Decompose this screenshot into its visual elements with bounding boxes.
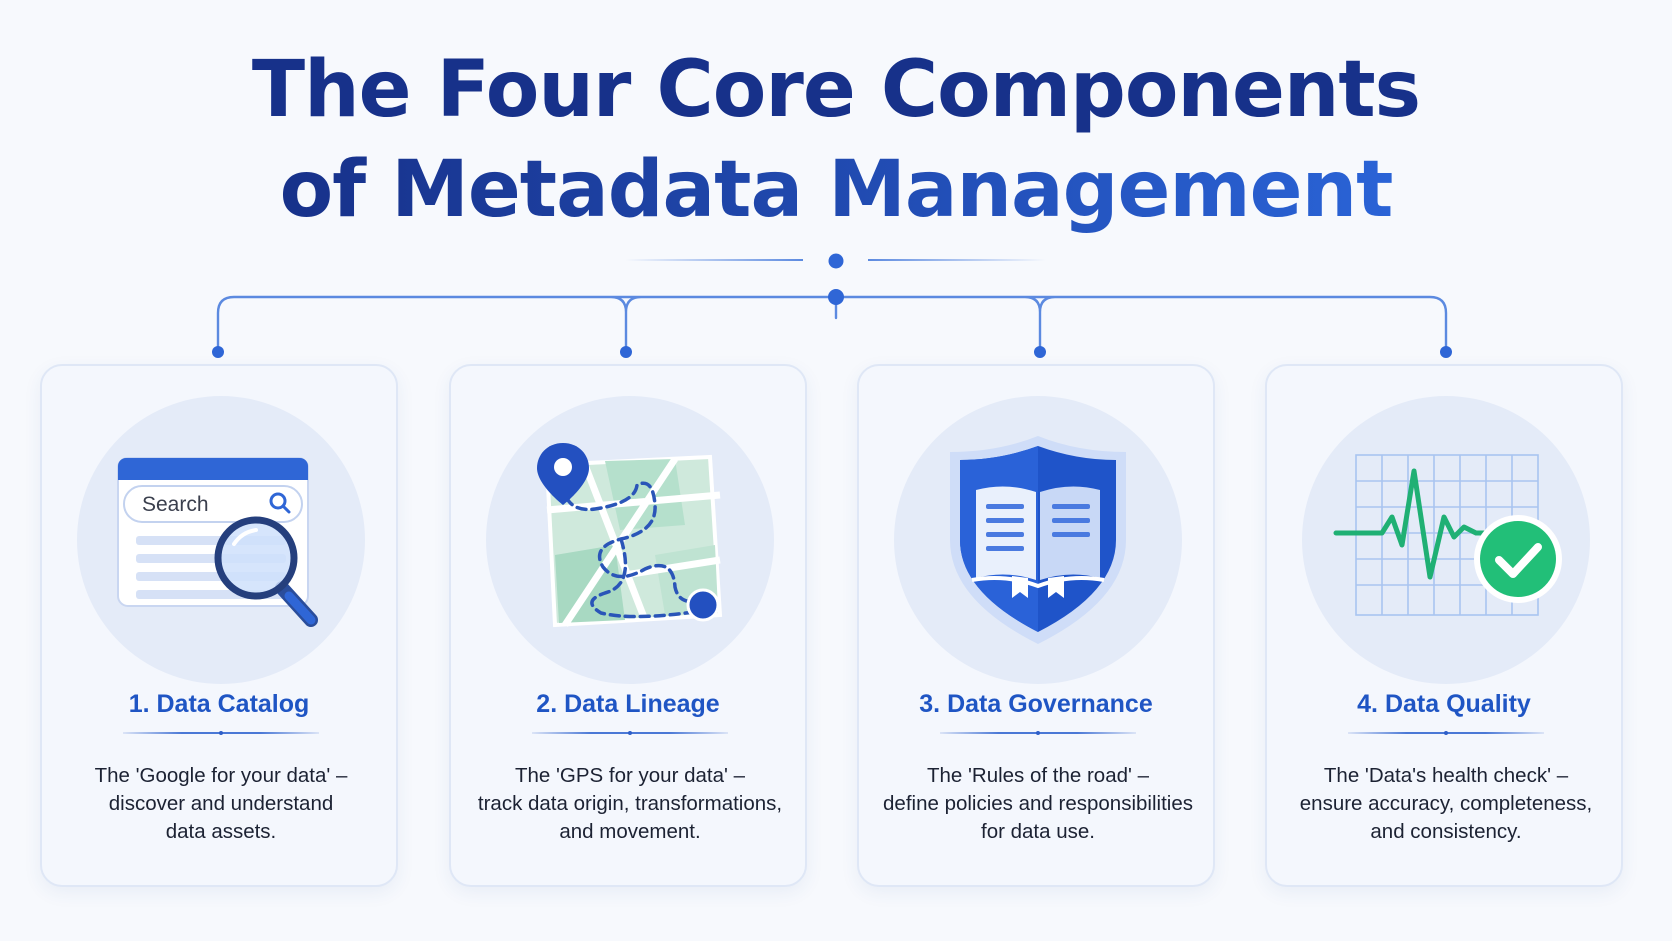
card-title: 4. Data Quality	[1357, 690, 1531, 718]
card-description: The 'Data's health check' – ensure accur…	[1287, 762, 1605, 846]
search-magnifier-icon: Search	[117, 457, 318, 627]
card-divider	[1348, 731, 1544, 735]
desc-line: track data origin, transformations,	[477, 792, 783, 815]
desc-line: The 'Data's health check' –	[1323, 764, 1569, 787]
icon-circle	[894, 396, 1182, 684]
card-description: The 'Google for your data' – discover an…	[62, 762, 380, 846]
search-label: Search	[142, 493, 209, 516]
icon-circle: Search	[77, 396, 365, 684]
connector-end-1	[212, 346, 224, 358]
card-divider	[123, 731, 319, 735]
card-divider	[940, 731, 1136, 735]
page-title: The Four Core Components of Metadata Man…	[0, 40, 1672, 240]
divider-right	[868, 259, 1046, 261]
desc-line: ensure accuracy, completeness,	[1299, 792, 1593, 815]
card-divider	[532, 731, 728, 735]
card-title: 1. Data Catalog	[128, 690, 310, 718]
desc-line: The 'Google for your data' –	[94, 764, 348, 787]
icon-circle	[486, 396, 774, 684]
divider-dot	[828, 253, 844, 269]
connector-tree	[212, 253, 1452, 358]
title-line-1: The Four Core Components	[251, 45, 1421, 135]
card-description: The 'GPS for your data' – track data ori…	[471, 762, 789, 846]
desc-line: and consistency.	[1370, 820, 1522, 843]
connector-hub-dot	[828, 289, 844, 305]
desc-line: discover and understand	[108, 792, 334, 815]
desc-line: define policies and responsibilities	[883, 792, 1193, 815]
shield-book-icon	[950, 436, 1126, 644]
heartbeat-check-icon	[1333, 454, 1562, 616]
card-data-catalog: Search 1. Data Catalog The 'Google for y…	[40, 364, 398, 887]
card-data-quality: 4. Data Quality The 'Data's health check…	[1265, 364, 1623, 887]
desc-line: for data use.	[981, 820, 1095, 843]
connector-end-3	[1034, 346, 1046, 358]
desc-line: and movement.	[559, 820, 701, 843]
card-data-governance: 3. Data Governance The 'Rules of the roa…	[857, 364, 1215, 887]
desc-line: The 'GPS for your data' –	[514, 764, 746, 787]
connector-lines	[216, 295, 1448, 354]
connector-end-2	[620, 346, 632, 358]
desc-line: The 'Rules of the road' –	[926, 764, 1150, 787]
title-line-2: of Metadata Management	[280, 140, 1394, 240]
map-route-icon	[537, 443, 723, 628]
card-description: The 'Rules of the road' – define policie…	[879, 762, 1197, 846]
icon-circle	[1302, 396, 1590, 684]
card-data-lineage: 2. Data Lineage The 'GPS for your data' …	[449, 364, 807, 887]
card-title: 2. Data Lineage	[536, 690, 720, 718]
connector-end-4	[1440, 346, 1452, 358]
card-title: 3. Data Governance	[919, 690, 1153, 718]
divider-left	[625, 259, 803, 261]
desc-line: data assets.	[165, 820, 277, 843]
